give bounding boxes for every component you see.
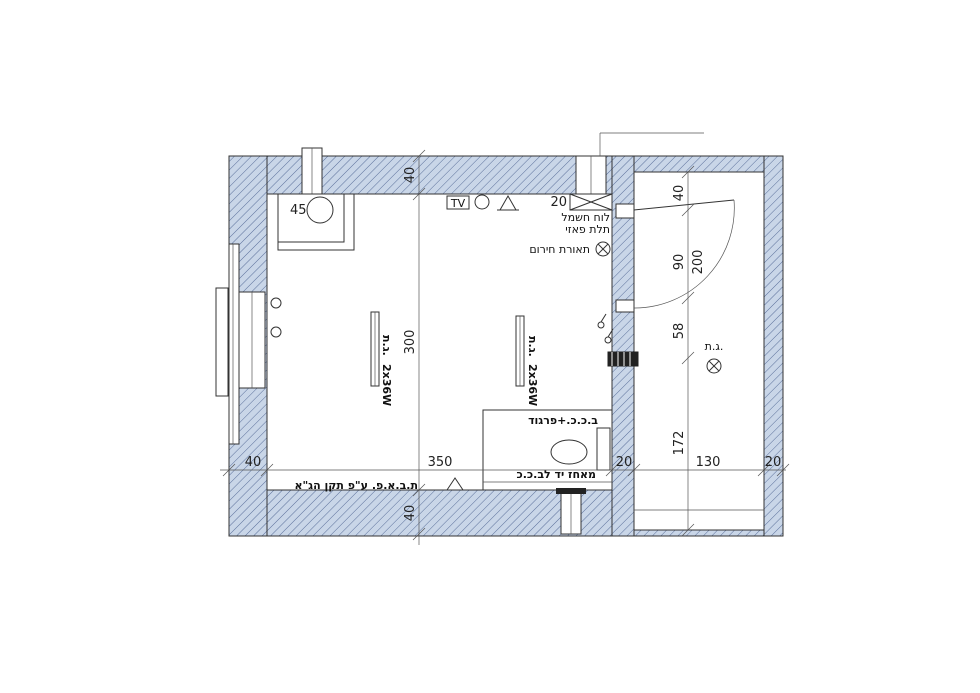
toilet-compartment: ב.כ.כ.+פרגוד מאחז יד לב.כ.כ — [482, 409, 613, 491]
outlet-icon — [474, 194, 490, 210]
toilet-bowl — [550, 439, 588, 465]
emergency-light-icon — [595, 241, 611, 257]
dim-corridor-90: 90 — [672, 254, 687, 271]
toilet-tank — [596, 427, 611, 471]
light-left-label: ג.ת. — [380, 335, 393, 356]
lamp-bottom-icon — [446, 477, 464, 491]
dim-corridor-172: 172 — [672, 431, 687, 456]
switches — [597, 313, 639, 367]
dim-corridor-58: 58 — [672, 323, 687, 340]
vent-pipe-bottom — [556, 488, 586, 535]
dim-top-wall: 40 — [403, 167, 418, 184]
room-interior — [266, 193, 613, 491]
emergency-light-label: תאורת חירום — [529, 243, 590, 256]
dim-corridor-200: 200 — [691, 250, 706, 275]
dim-left-wall: 40 — [245, 455, 262, 470]
watt-right-label: 2x36W — [526, 364, 539, 406]
accessible-wc-label: ת.ב.א.פ. ע"פ תקן הג"א — [294, 479, 418, 492]
tv-icon — [446, 195, 470, 210]
watt-left-label: 2x36W — [380, 364, 393, 406]
dim-corridor-width: 130 — [696, 455, 721, 470]
top-symbols: TV — [446, 194, 519, 211]
tv-label: TV — [450, 197, 466, 210]
dimension-lines — [220, 149, 790, 545]
partition-label: ב.כ.כ.+פרגוד — [528, 414, 598, 427]
corner-box-dim: 45 — [290, 203, 307, 218]
panel-label-2: תלת פאזי — [565, 223, 610, 236]
corridor-door — [615, 199, 735, 313]
window-left — [215, 243, 282, 445]
dim-bottom-wall: 40 — [403, 505, 418, 522]
lamp-icon — [497, 194, 519, 211]
dim-room-width: 350 — [428, 455, 453, 470]
wall-right — [763, 155, 784, 537]
light-fixture-right: ג.ת. 2x36W — [515, 315, 539, 406]
panel-label-1: לוח חשמל — [561, 211, 610, 224]
partition-outline — [482, 409, 613, 491]
dim-corridor-40: 40 — [672, 185, 687, 202]
dim-right-outer: 20 — [765, 455, 782, 470]
top-20-dim: 20 — [550, 195, 567, 210]
light-right-label: ג.ת. — [526, 336, 539, 357]
emergency-light: תאורת חירום — [529, 241, 611, 257]
corridor-interior — [633, 171, 765, 531]
corridor-light: ג.ת. — [705, 340, 724, 374]
vent-pipe-top: 45 — [277, 147, 355, 251]
corridor-light-icon — [706, 358, 722, 374]
light-fixture-left: ג.ת. 2x36W — [370, 311, 393, 406]
grab-bar-label: מאחז יד לב.כ.כ — [517, 468, 596, 481]
electrical-panel: לוח חשמל תלת פאזי 20 — [550, 132, 704, 236]
dim-room-height: 300 — [403, 330, 418, 355]
corridor-light-label: ג.ת. — [705, 340, 724, 353]
dim-partition: 20 — [616, 455, 633, 470]
